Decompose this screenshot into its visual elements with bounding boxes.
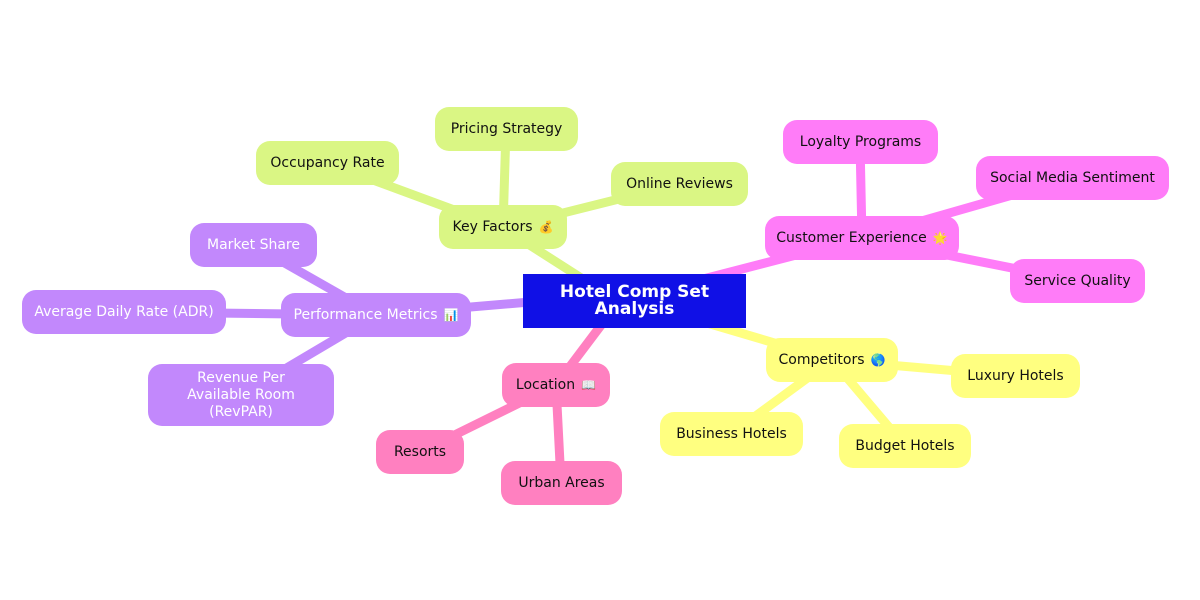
node-average-daily-rate-label: Average Daily Rate (ADR) [34,303,214,320]
branch-competitors[interactable]: Competitors 🌎 [766,338,898,382]
node-pricing-strategy[interactable]: Pricing Strategy [435,107,578,151]
node-average-daily-rate[interactable]: Average Daily Rate (ADR) [22,290,226,334]
branch-performance-metrics[interactable]: Performance Metrics 📊 [281,293,471,337]
node-resorts[interactable]: Resorts [376,430,464,474]
node-market-share[interactable]: Market Share [190,223,317,267]
branch-key-factors-label: Key Factors [452,218,533,235]
branch-customer-experience-label: Customer Experience [776,229,927,246]
branch-location[interactable]: Location 📖 [502,363,610,407]
node-service-quality[interactable]: Service Quality [1010,259,1145,303]
book-icon: 📖 [581,377,597,392]
node-urban-areas[interactable]: Urban Areas [501,461,622,505]
node-pricing-strategy-label: Pricing Strategy [450,120,563,137]
node-service-quality-label: Service Quality [1024,272,1131,289]
branch-competitors-label: Competitors [778,351,865,368]
node-occupancy-rate[interactable]: Occupancy Rate [256,141,399,185]
star-icon: 🌟 [932,230,948,245]
bar-chart-icon: 📊 [443,307,459,322]
node-revpar-label: Revenue Per Available Room (RevPAR) [187,369,295,420]
node-business-hotels[interactable]: Business Hotels [660,412,803,456]
node-luxury-hotels-label: Luxury Hotels [967,367,1064,384]
node-market-share-label: Market Share [207,236,300,253]
branch-key-factors[interactable]: Key Factors 💰 [439,205,567,249]
branch-performance-metrics-label: Performance Metrics [293,306,438,323]
node-luxury-hotels[interactable]: Luxury Hotels [951,354,1080,398]
node-online-reviews[interactable]: Online Reviews [611,162,748,206]
node-budget-hotels-label: Budget Hotels [855,437,955,454]
money-bag-icon: 💰 [538,219,554,234]
node-online-reviews-label: Online Reviews [626,175,733,192]
root-node[interactable]: Hotel Comp Set Analysis [523,274,746,328]
node-urban-areas-label: Urban Areas [518,474,605,491]
node-loyalty-programs-label: Loyalty Programs [799,133,922,150]
globe-icon: 🌎 [870,352,886,367]
node-budget-hotels[interactable]: Budget Hotels [839,424,971,468]
branch-location-label: Location [515,376,576,393]
node-resorts-label: Resorts [393,443,447,460]
node-social-media-sentiment[interactable]: Social Media Sentiment [976,156,1169,200]
node-business-hotels-label: Business Hotels [676,425,787,442]
node-loyalty-programs[interactable]: Loyalty Programs [783,120,938,164]
root-label: Hotel Comp Set Analysis [559,282,710,319]
node-social-media-sentiment-label: Social Media Sentiment [990,169,1155,186]
node-occupancy-rate-label: Occupancy Rate [270,154,385,171]
node-revpar[interactable]: Revenue Per Available Room (RevPAR) [148,364,334,426]
branch-customer-experience[interactable]: Customer Experience 🌟 [765,216,959,260]
